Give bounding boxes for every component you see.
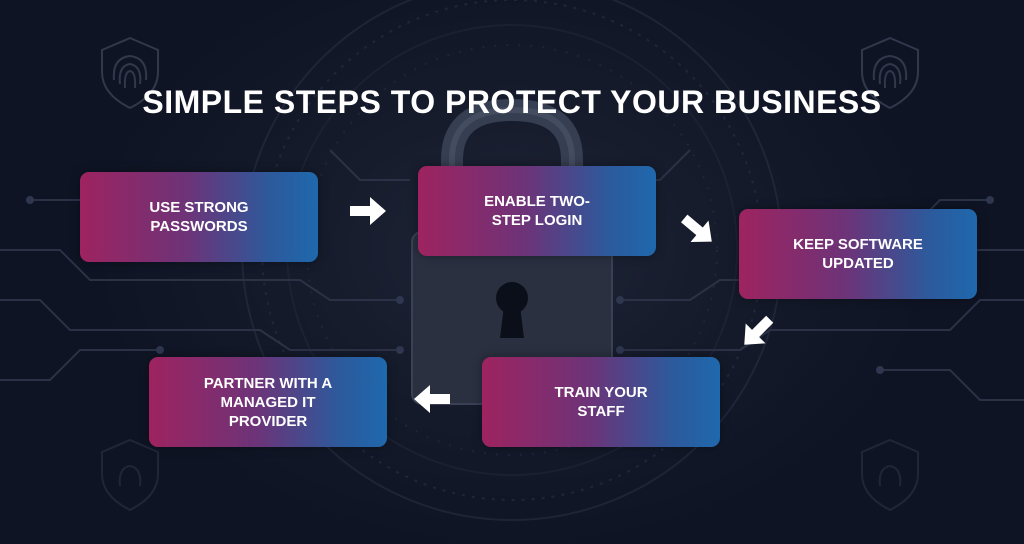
step-box-4: TRAIN YOUR STAFF: [482, 357, 720, 447]
step-label-4: TRAIN YOUR STAFF: [554, 384, 648, 420]
arrow-down-left-icon: [744, 315, 774, 345]
step-label-5: PARTNER WITH A MANAGED IT PROVIDER: [203, 374, 333, 430]
step-label-3: KEEP SOFTWARE UPDATED: [793, 236, 923, 272]
page-title: SIMPLE STEPS TO PROTECT YOUR BUSINESS: [142, 84, 882, 120]
fingerprint-shield-icon: [861, 36, 919, 110]
arrow-down-right-icon: [680, 214, 712, 243]
step-label-2: ENABLE TWO- STEP LOGIN: [484, 193, 590, 229]
step-box-2: ENABLE TWO- STEP LOGIN: [418, 166, 656, 256]
arrow-right-icon: [350, 197, 386, 225]
step-box-5: PARTNER WITH A MANAGED IT PROVIDER: [149, 357, 387, 447]
step-box-3: KEEP SOFTWARE UPDATED: [739, 209, 977, 299]
fingerprint-shield-icon: [101, 438, 159, 512]
fingerprint-shield-icon: [101, 36, 159, 110]
arrow-left-icon: [414, 385, 450, 413]
step-label-1: USE STRONG PASSWORDS: [149, 199, 249, 235]
step-box-1: USE STRONG PASSWORDS: [80, 172, 318, 262]
fingerprint-shield-icon: [861, 438, 919, 512]
